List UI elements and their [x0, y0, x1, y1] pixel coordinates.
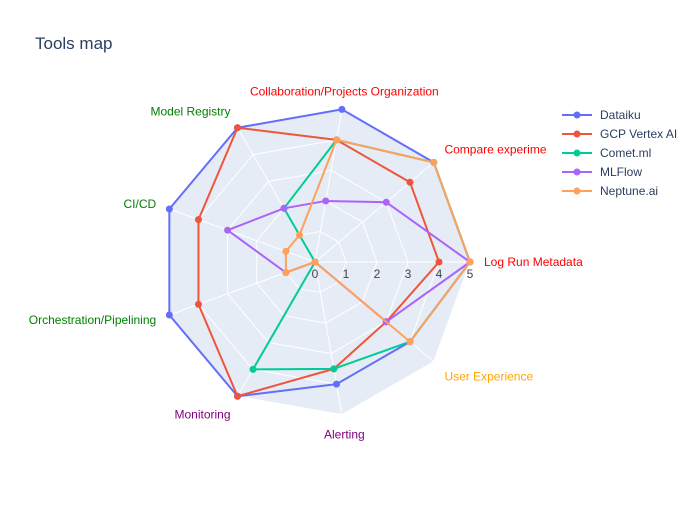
data-point [382, 198, 390, 206]
legend-marker [573, 130, 581, 138]
data-point [282, 269, 290, 277]
category-label: Orchestration/Pipelining [29, 313, 156, 327]
radial-tick-label: 3 [405, 267, 412, 281]
legend-label: Dataiku [600, 108, 641, 122]
data-point [330, 365, 338, 373]
legend-label: Comet.ml [600, 146, 651, 160]
legend-marker [573, 187, 581, 195]
legend-item[interactable]: Comet.ml [562, 146, 651, 160]
legend-label: Neptune.ai [600, 184, 658, 198]
data-point [406, 338, 414, 346]
category-label: CI/CD [124, 197, 157, 211]
data-point [296, 231, 303, 239]
legend-label: GCP Vertex AI [600, 127, 677, 141]
radar-grid-ring [256, 200, 378, 324]
data-point [194, 216, 202, 224]
data-point [234, 392, 241, 400]
category-label: Compare experime [444, 142, 546, 156]
data-point [165, 205, 173, 213]
legend-marker [573, 149, 581, 157]
chart-title: Tools map [35, 34, 113, 53]
legend-item[interactable]: Neptune.ai [562, 184, 658, 198]
legend-item[interactable]: GCP Vertex AI [562, 127, 677, 141]
radial-tick-label: 0 [312, 267, 319, 281]
radar-spoke [314, 109, 343, 263]
data-point [322, 197, 330, 205]
data-point [333, 380, 341, 388]
radial-tick-label: 2 [374, 267, 381, 281]
data-point [406, 178, 414, 186]
data-point [466, 258, 474, 266]
legend-item[interactable]: MLFlow [562, 165, 642, 179]
legend-item[interactable]: Dataiku [562, 108, 641, 122]
legend-label: MLFlow [600, 165, 642, 179]
legend-marker [573, 111, 581, 119]
radial-tick-label: 4 [436, 267, 443, 281]
series-line [168, 108, 471, 398]
radar-spoke [169, 208, 316, 263]
data-point [224, 226, 232, 234]
category-label: Alerting [324, 427, 365, 441]
category-label: Model Registry [150, 105, 230, 119]
data-point [430, 158, 438, 166]
radial-tick-label: 1 [343, 267, 350, 281]
category-label: Log Run Metadata [484, 255, 583, 269]
data-point [311, 258, 319, 266]
category-label: Collaboration/Projects Organization [250, 85, 439, 99]
data-point [280, 204, 288, 212]
radial-tick-label: 5 [467, 267, 474, 281]
data-point [282, 247, 290, 255]
data-point [165, 311, 173, 319]
data-point [194, 300, 202, 308]
data-point [234, 124, 241, 132]
radar-grid-ring [227, 169, 409, 355]
data-point [338, 105, 346, 113]
radar-spoke [314, 161, 435, 263]
category-label: User Experience [444, 370, 533, 384]
category-label: Monitoring [174, 407, 230, 421]
series-line [197, 126, 440, 398]
radar-spoke [314, 261, 343, 415]
data-point [435, 258, 443, 266]
data-point [333, 136, 341, 144]
series-neptune-ai [282, 136, 474, 346]
legend-marker [573, 168, 581, 176]
data-point [249, 365, 257, 373]
